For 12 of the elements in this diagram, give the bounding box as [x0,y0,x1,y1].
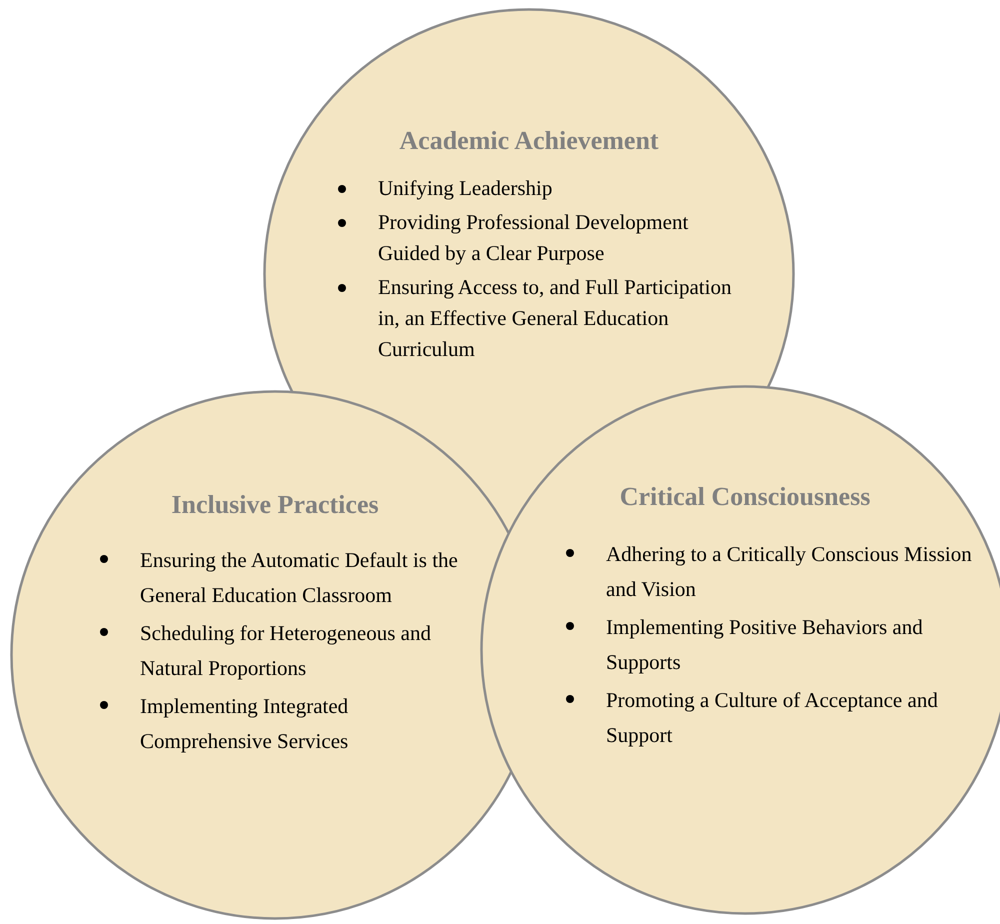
bullet-text: Implementing Positive Behaviors and Supports [606,615,923,674]
bullet-text: Providing Professional Development Guided by a Clear Purpose [378,210,688,265]
bullet-text: Ensuring the Automatic Default is the General Education Classroom [140,548,458,607]
bullet-text: Ensuring Access to, and Full Participation in, an Effective General Education Curriculum [378,275,732,361]
bullet-text: Adhering to a Critically Conscious Mission and Vision [606,542,972,601]
circle-heading: Academic Achievement [398,126,660,156]
bullet-text: Unifying Leadership [378,176,552,200]
circle-heading: Critical Consciousness [618,482,872,512]
bullet-text: Scheduling for Heterogeneous and Natural Proportions [140,621,431,680]
circle-heading: Inclusive Practices [170,490,380,520]
bullet-text: Promoting a Culture of Acceptance and Support [606,688,938,747]
bullet-text: Implementing Integrated Comprehensive Services [140,694,348,753]
